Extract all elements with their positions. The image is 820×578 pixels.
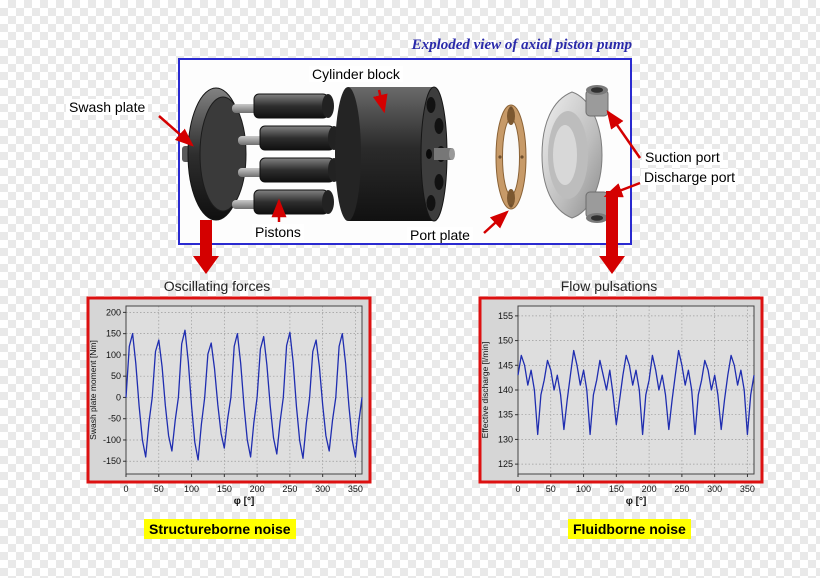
svg-text:Flow pulsations: Flow pulsations [561,278,658,294]
svg-text:140: 140 [498,385,513,395]
svg-text:300: 300 [707,484,722,494]
svg-text:φ [°]: φ [°] [626,496,647,507]
svg-text:-50: -50 [108,414,121,424]
svg-text:100: 100 [106,350,121,360]
discharge-port-part [585,191,609,223]
svg-text:-150: -150 [103,456,121,466]
svg-text:Oscillating forces: Oscillating forces [164,278,271,294]
pump-exploded-view-box [178,58,632,245]
svg-text:155: 155 [498,311,513,321]
discharge-port-label: Discharge port [641,169,739,185]
svg-text:φ [°]: φ [°] [234,496,255,507]
svg-text:350: 350 [740,484,755,494]
oscillating-forces-chart: 200 150 100 50 0 -50 -100 -150 0 50 100 150 200 250 30… [86,278,372,507]
svg-text:130: 130 [498,434,513,444]
svg-text:200: 200 [642,484,657,494]
svg-text:350: 350 [348,484,363,494]
svg-text:150: 150 [106,329,121,339]
svg-text:50: 50 [154,484,164,494]
svg-text:125: 125 [498,459,513,469]
svg-text:300: 300 [315,484,330,494]
flow-pulsations-chart: 155 150 145 140 135 130 125 0 50 100 150 200 250 300 3… [478,278,764,507]
cylinder-block-part [335,86,455,222]
svg-text:Swash plate moment [Nm]: Swash plate moment [Nm] [88,340,98,440]
svg-text:-100: -100 [103,435,121,445]
svg-text:100: 100 [576,484,591,494]
svg-text:150: 150 [609,484,624,494]
suction-port-part [585,85,609,117]
svg-text:50: 50 [546,484,556,494]
svg-text:150: 150 [217,484,232,494]
pistons-part [232,93,340,215]
svg-text:135: 135 [498,410,513,420]
svg-text:200: 200 [106,307,121,317]
diagram-caption: Exploded view of axial piston pump [411,37,632,53]
svg-text:100: 100 [184,484,199,494]
swash-plate-part [182,87,247,221]
swash-plate-label: Swash plate [66,99,149,115]
svg-text:145: 145 [498,360,513,370]
end-cap-part [541,85,609,223]
svg-text:250: 250 [674,484,689,494]
structureborne-noise-label: Structureborne noise [144,519,296,539]
svg-text:50: 50 [111,371,121,381]
port-plate-part [495,104,527,210]
pump-illustration [182,85,609,223]
svg-text:0: 0 [123,484,128,494]
svg-text:Effective discharge [l/min]: Effective discharge [l/min] [480,342,490,439]
suction-port-label: Suction port [642,149,723,165]
cylinder-block-label: Cylinder block [309,66,403,82]
svg-text:0: 0 [116,392,121,402]
svg-text:0: 0 [515,484,520,494]
port-plate-label: Port plate [407,227,473,243]
svg-text:150: 150 [498,336,513,346]
pistons-label: Pistons [252,224,304,240]
svg-text:250: 250 [282,484,297,494]
svg-text:200: 200 [250,484,265,494]
fluidborne-noise-label: Fluidborne noise [568,519,691,539]
